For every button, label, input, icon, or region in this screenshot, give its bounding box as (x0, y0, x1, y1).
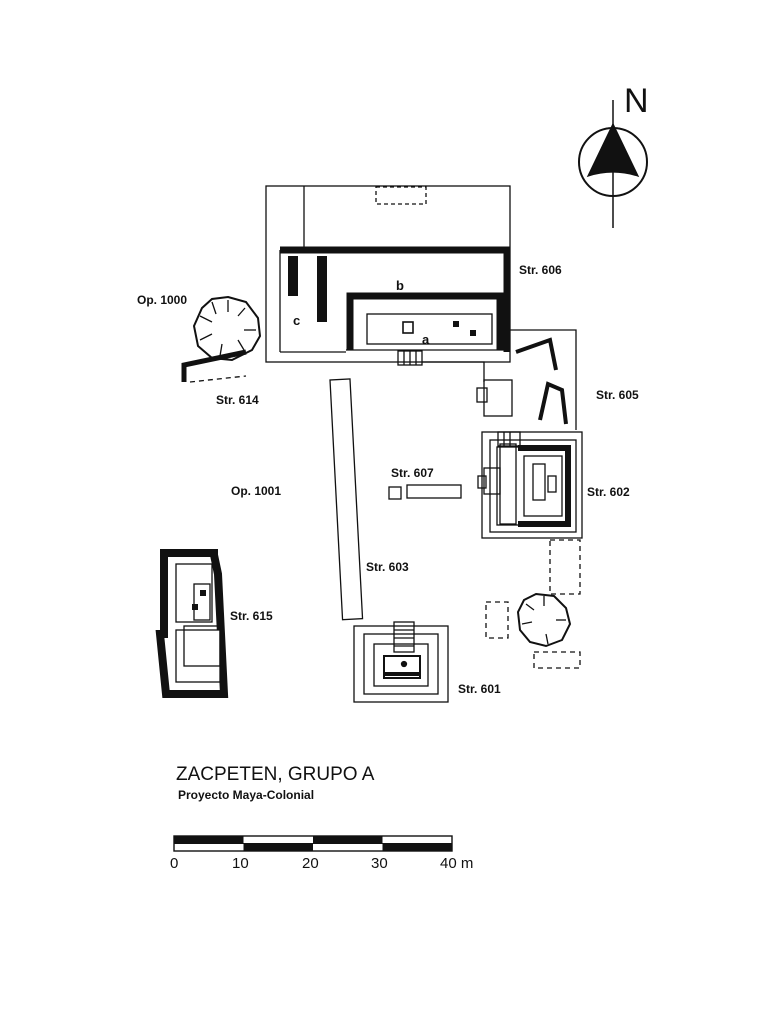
scale-bar (173, 835, 453, 852)
circular-feature (516, 592, 572, 648)
map-subtitle: Proyecto Maya-Colonial (178, 788, 315, 802)
scale-tick-20: 20 (302, 855, 319, 872)
scale-tick-0: 0 (170, 855, 179, 872)
scale-tick-30: 30 (371, 855, 388, 872)
label-str-606: Str. 606 (519, 263, 562, 277)
str-606-structure (265, 185, 511, 366)
str-605-structure (476, 337, 568, 425)
str-607-structure (388, 484, 462, 500)
north-arrow-icon (578, 100, 648, 228)
str-615-structure (155, 549, 229, 698)
scale-tick-40: 40 m (440, 855, 474, 872)
scale-tick-10: 10 (232, 855, 249, 872)
str-602-structure (477, 431, 583, 539)
label-str-614: Str. 614 (216, 393, 259, 407)
label-str-605: Str. 605 (596, 388, 639, 402)
dashed-features (485, 539, 581, 669)
label-op-1000: Op. 1000 (137, 293, 188, 307)
str-601-structure (353, 621, 449, 703)
label-str-607: Str. 607 (391, 466, 434, 480)
map-title: ZACPETEN, GRUPO A (176, 764, 375, 785)
room-label-c: c (293, 313, 301, 328)
label-str-602: Str. 602 (587, 485, 630, 499)
label-str-601: Str. 601 (458, 682, 501, 696)
str-603-structure (329, 378, 364, 621)
op-1000-feature (192, 295, 262, 362)
label-str-603: Str. 603 (366, 560, 409, 574)
north-label: N (624, 82, 649, 120)
label-str-615: Str. 615 (230, 609, 273, 623)
room-label-a: a (422, 332, 430, 347)
room-label-b: b (396, 278, 404, 293)
label-op-1001: Op. 1001 (231, 484, 282, 498)
str-614-structure (181, 349, 247, 383)
